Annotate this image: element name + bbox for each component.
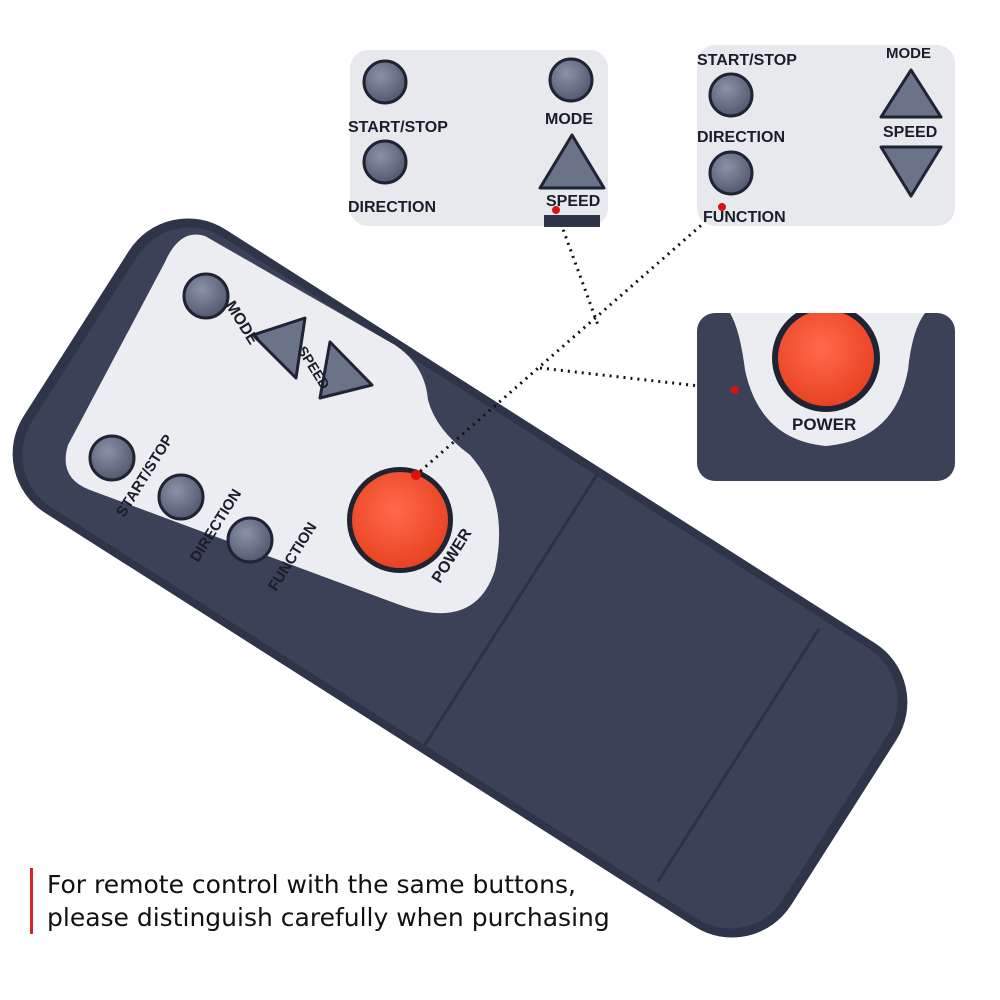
caption-line-2: please distinguish carefully when purcha…	[47, 903, 610, 932]
inset-start-stop-label: START/STOP	[348, 119, 448, 136]
inset-speed-label: SPEED	[546, 193, 600, 210]
inset-function-zoom: START/STOP DIRECTION FUNCTION MODE SPEED	[697, 45, 955, 226]
inset2-direction-label: DIRECTION	[697, 129, 785, 146]
power-button-cap	[352, 472, 448, 568]
inset-direction-label: DIRECTION	[348, 199, 436, 216]
inset-power-label: POWER	[792, 415, 856, 434]
inset2-start-stop-label: START/STOP	[697, 52, 797, 69]
inset2-speed-label: SPEED	[883, 124, 937, 141]
inset2-function-label: FUNCTION	[703, 209, 786, 226]
inset-speed-zoom: START/STOP DIRECTION MODE SPEED	[348, 50, 608, 227]
marker-dot	[411, 470, 421, 480]
inset-mode-label: MODE	[545, 111, 593, 128]
caption-note: For remote control with the same buttons…	[30, 868, 610, 934]
start-stop-button[interactable]	[88, 434, 136, 482]
speed-down-button[interactable]	[318, 340, 374, 400]
speed-up-button[interactable]	[251, 316, 307, 380]
inset2-mode-label: MODE	[886, 45, 931, 62]
inset-power-zoom: POWER	[697, 313, 955, 481]
leader-lines	[415, 205, 736, 477]
function-button[interactable]	[226, 516, 274, 564]
mode-button[interactable]	[182, 272, 230, 320]
caption-line-1: For remote control with the same buttons…	[47, 870, 576, 899]
direction-button[interactable]	[157, 473, 205, 521]
